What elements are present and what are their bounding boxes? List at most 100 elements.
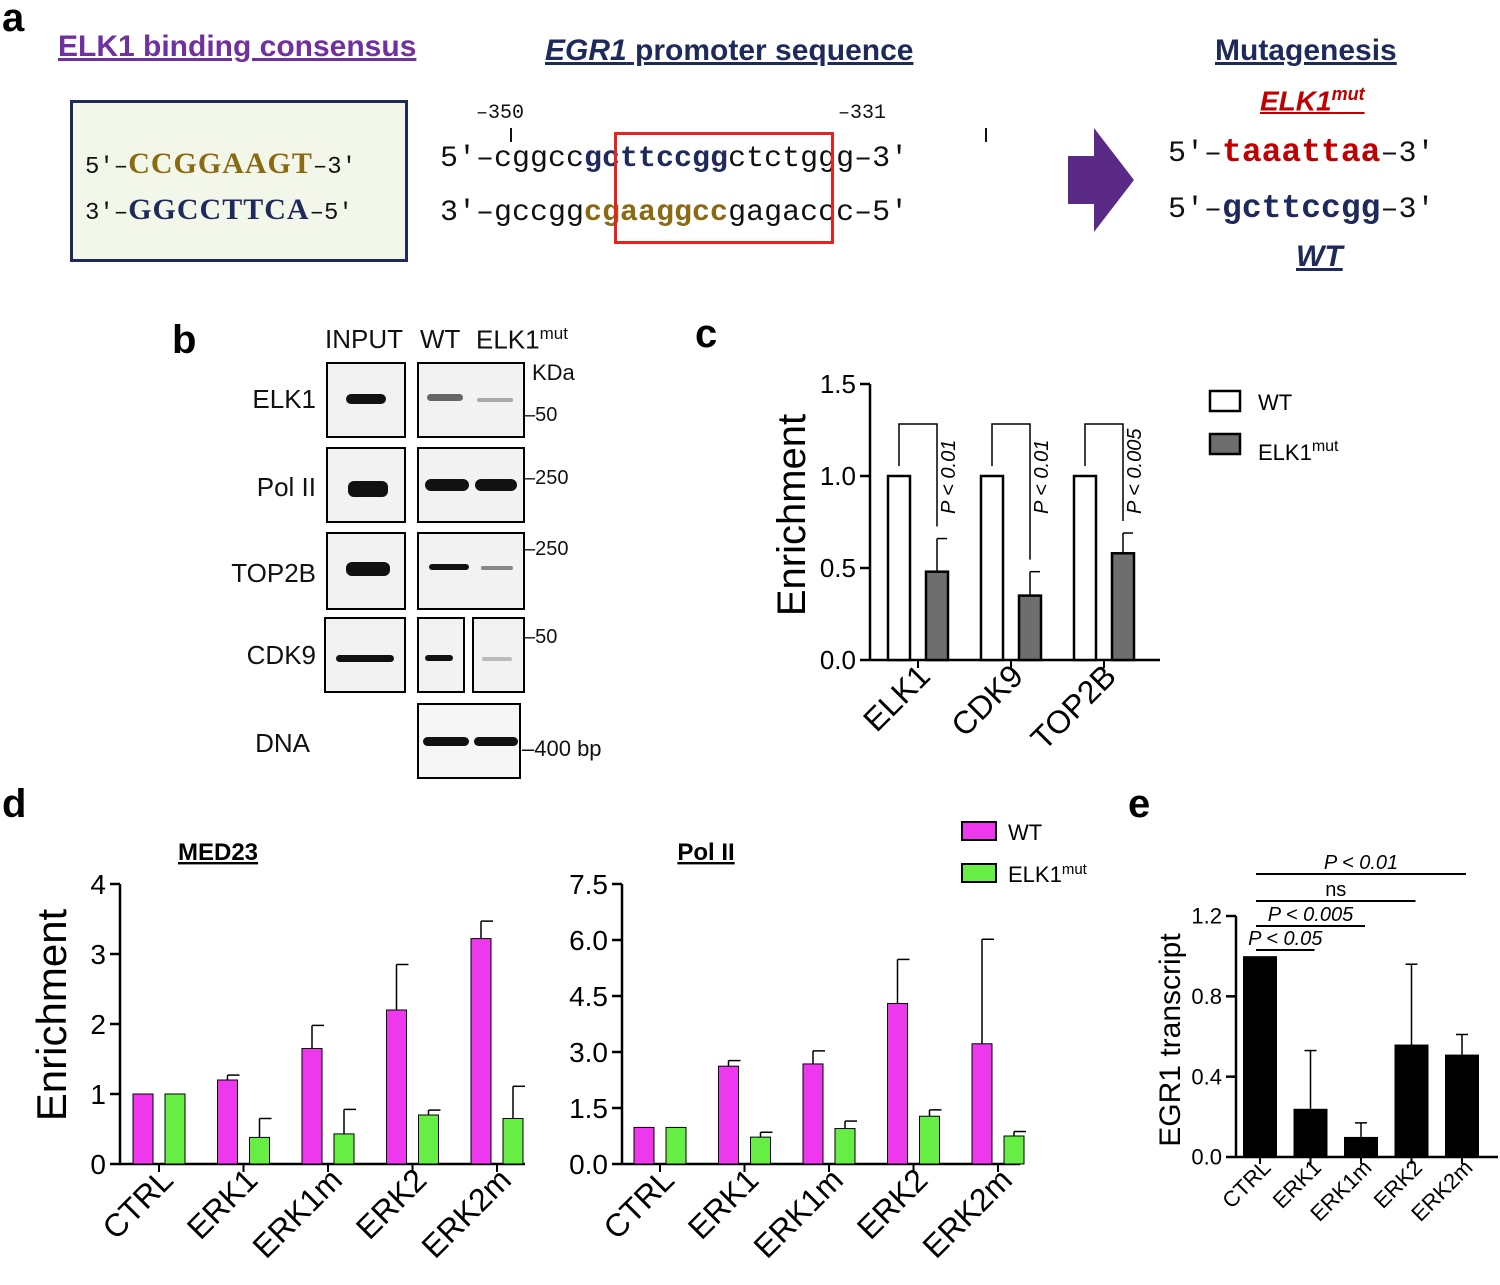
p-value-annotation: P < 0.01 [938, 440, 960, 514]
chart-title-pol2: Pol II [677, 839, 734, 866]
comparison-label: ns [1325, 879, 1346, 901]
y-axis-title: EGR1 transcript [1154, 933, 1187, 1147]
legend-swatch-wt [961, 821, 997, 841]
significance-bracket [1084, 423, 1124, 522]
bar-erk2 [1394, 1044, 1429, 1157]
bar-elk1mut-erk1m [834, 1128, 856, 1165]
tick-left [510, 128, 512, 142]
consensus-top-strand: 5′–CCGGAAGT–3′ [85, 147, 357, 181]
blot-col-input: INPUT [325, 324, 403, 354]
bar-wt-erk2m [971, 1043, 993, 1165]
bar-elk1mut-erk1 [249, 1136, 270, 1165]
y-tick-label: 3.0 [569, 1037, 608, 1068]
p-value-annotation: P < 0.01 [1031, 440, 1053, 514]
legend-label-wt: WT [1008, 820, 1042, 845]
bar-wt-cdk9 [979, 474, 1005, 662]
legend-swatch-wt [1208, 389, 1242, 413]
mutagenesis-header: Mutagenesis [1215, 34, 1397, 67]
consensus-bottom-strand: 3′–GGCCTTCA–5′ [85, 193, 353, 227]
blot-row-label-cdk9: CDK9 [246, 640, 316, 670]
panel-letter-c: c [695, 312, 718, 356]
bar-elk1mut-erk2m [502, 1118, 524, 1165]
bar-wt-top2b [1072, 474, 1098, 662]
y-tick-label: 0.0 [569, 1149, 608, 1180]
comparison-label: P < 0.01 [1324, 852, 1398, 874]
blot-row-label-elk1: ELK1 [252, 384, 316, 414]
legend-swatch-elk1mut [1208, 432, 1242, 456]
y-tick-label: 7.5 [569, 869, 608, 900]
y-tick-label: 4.5 [569, 981, 608, 1012]
y-tick-label: 1.2 [1191, 904, 1222, 929]
bar-elk1mut-erk2 [919, 1115, 940, 1165]
y-tick-label: 0.4 [1191, 1064, 1222, 1089]
y-tick-label: 1.5 [569, 1093, 608, 1124]
mutant-sequence: 5′–taaattaa–3′ [1168, 134, 1435, 171]
y-tick-label: 0.0 [820, 645, 856, 675]
panel-letter-e: e [1128, 782, 1151, 826]
mut-label: ELK1mut [1260, 84, 1365, 117]
y-tick-label: 3 [90, 939, 106, 970]
blot-row-label-top2b: TOP2B [231, 558, 316, 588]
panel-letter-d: d [2, 782, 27, 826]
bar-erk1 [1293, 1108, 1328, 1157]
legend-label-elk1mut: ELK1mut [1008, 861, 1088, 887]
x-tick-label: ERK2m [415, 1161, 518, 1264]
bar-wt-erk2 [887, 1002, 908, 1165]
binding-site-highlight-box [614, 132, 834, 244]
y-tick-label: 4 [90, 869, 106, 900]
bar-erk1m [1344, 1136, 1378, 1157]
y-tick-label: 1 [90, 1079, 106, 1110]
bar-wt-erk2m [470, 938, 492, 1165]
blot-mw-elk1: –50 [524, 404, 558, 426]
x-tick-label: CTRL [95, 1161, 180, 1246]
x-tick-label: ERK1m [246, 1161, 349, 1264]
blot-pol2-input [326, 447, 406, 523]
promoter-bottom-site: cgaaggcc [584, 196, 729, 230]
bar-elk1mut-cdk9 [1017, 594, 1043, 662]
tick-right [985, 128, 987, 142]
bar-elk1mut-erk2 [418, 1114, 439, 1165]
blot-col-wt: WT [420, 324, 461, 354]
x-tick-label: ELK1 [856, 657, 937, 738]
chart-title-med23: MED23 [178, 839, 258, 866]
wt-label: WT [1296, 240, 1343, 273]
y-tick-label: 0 [90, 1149, 106, 1180]
blot-col-mut: ELK1mut [476, 324, 568, 355]
legend-label-elk1mut: ELK1mut [1258, 438, 1339, 465]
bar-wt-erk2 [386, 1009, 407, 1165]
blot-pol2-ip [417, 447, 525, 523]
significance-bracket [898, 423, 938, 527]
blot-cdk9-input [324, 617, 406, 693]
blot-dna-gel [417, 703, 521, 779]
bar-wt-elk1 [886, 474, 912, 662]
position-left: –350 [476, 102, 525, 125]
bar-elk1mut-ctrl [665, 1126, 687, 1165]
x-tick-label: TOP2B [1024, 657, 1123, 756]
bar-elk1mut-elk1 [924, 570, 950, 662]
x-tick-label: ERK1m [747, 1161, 850, 1264]
consensus-bottom-seq: GGCCTTCA [128, 193, 310, 226]
blot-row-label-dna: DNA [255, 728, 310, 758]
promoter-top-strand: 5′–cggccgcttccggctctggg–3′ [440, 142, 909, 176]
x-tick-label: CDK9 [944, 657, 1030, 743]
y-tick-label: 0.8 [1191, 984, 1222, 1009]
x-tick-label: ERK2m [916, 1161, 1019, 1264]
blot-cdk9-wt [417, 617, 465, 693]
legend-label-wt: WT [1258, 390, 1292, 415]
bar-elk1mut-erk2m [1003, 1135, 1025, 1165]
promoter-top-site: gcttccgg [584, 142, 729, 176]
right-arrow-icon [1068, 128, 1134, 232]
significance-bracket [991, 423, 1031, 560]
blot-mw-dna: –400 bp [522, 736, 602, 761]
blot-mw-pol2: –250 [524, 467, 569, 489]
blot-top2b-input [326, 532, 406, 610]
bar-erk2m [1445, 1054, 1479, 1157]
y-tick-label: 0.5 [820, 553, 856, 583]
comparison-label: P < 0.05 [1248, 928, 1323, 950]
promoter-bottom-strand: 3′–gccggcgaaggccgagaccc–5′ [440, 196, 909, 230]
blot-mw-cdk9: –50 [524, 626, 558, 648]
bar-elk1mut-ctrl [164, 1093, 186, 1165]
consensus-box: 5′–CCGGAAGT–3′ 3′–GGCCTTCA–5′ [70, 100, 408, 262]
y-tick-label: 2 [90, 1009, 106, 1040]
position-right: –331 [838, 102, 887, 125]
